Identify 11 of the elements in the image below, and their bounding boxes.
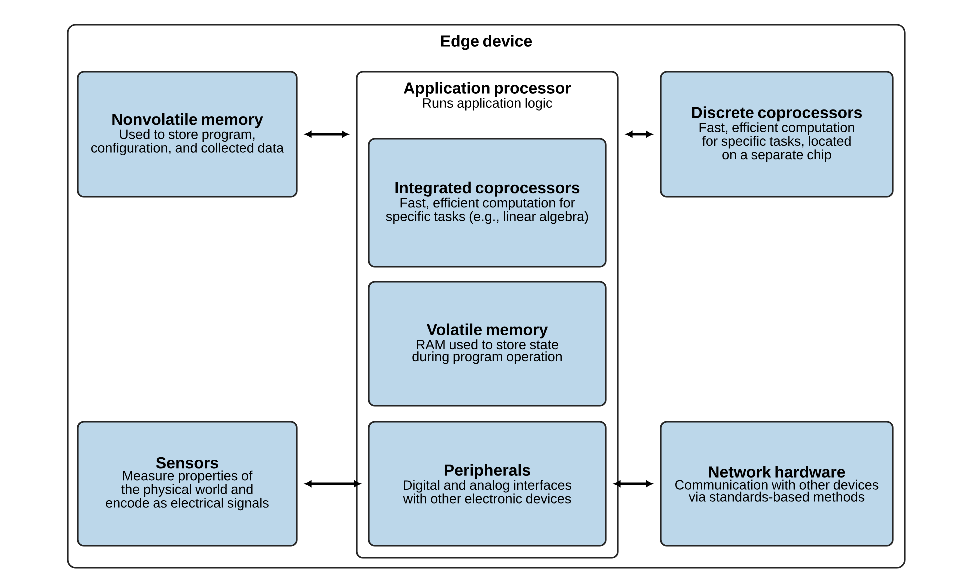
component-box: Integrated coprocessors Fast, efficient computation for specific tasks (e.g., linear algebra) [368, 138, 607, 268]
component-box: Discrete coprocessors Fast, efficient computation for specific tasks, located on a separate chip [660, 71, 894, 198]
component-box: Volatile memory RAM used to store state during program operation [368, 281, 607, 407]
component-box: Peripherals Digital and analog interfaces with other electronic devices [368, 421, 607, 547]
component-box: Network hardware Communication with other devices via standards-based methods [660, 421, 894, 547]
component-box: Nonvolatile memory Used to store program, configuration, and collected data [77, 71, 298, 198]
component-box: Sensors Measure properties of the physical world and encode as electrical signals [77, 421, 298, 547]
double-arrow [614, 480, 652, 488]
double-arrow [306, 131, 348, 138]
double-arrow [306, 480, 360, 488]
double-arrow [626, 131, 652, 138]
